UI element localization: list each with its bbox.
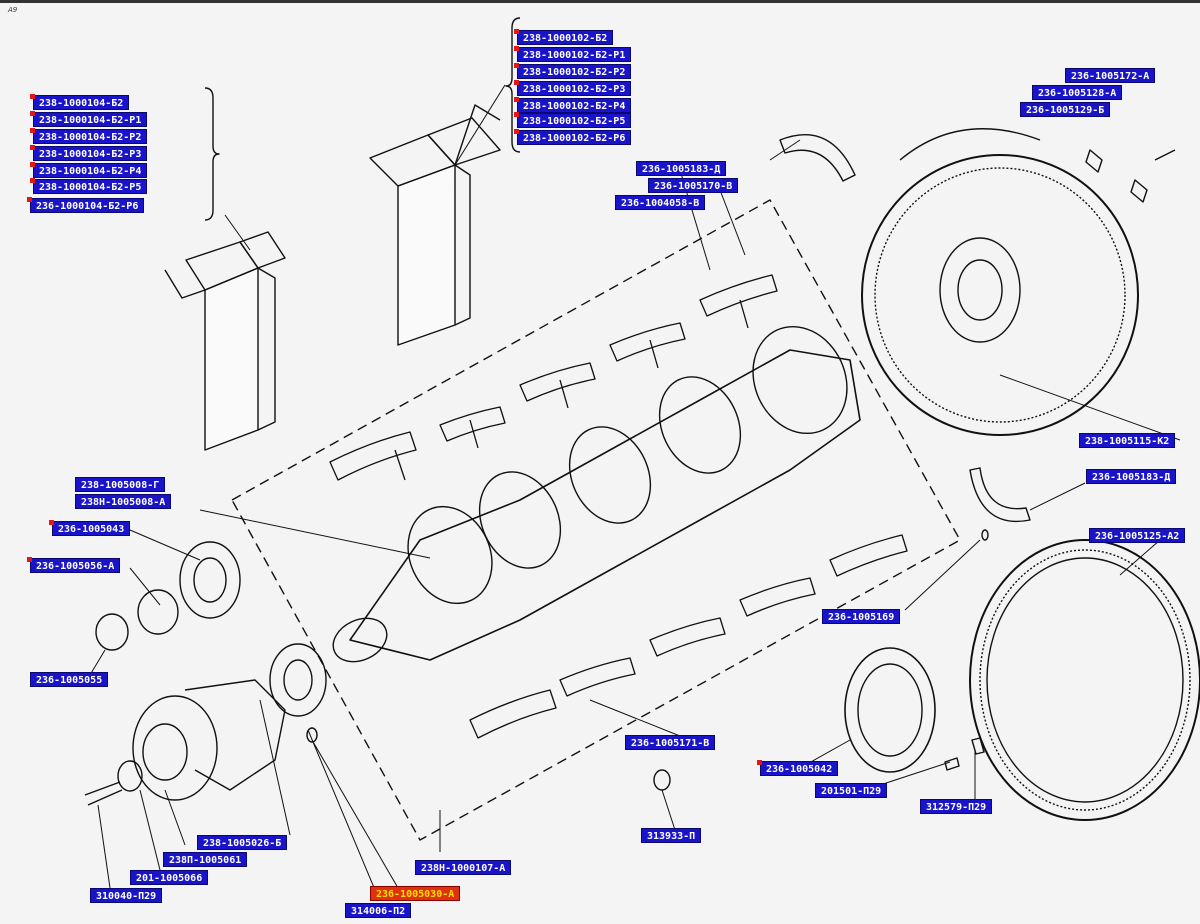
part-label-201-1005066[interactable]: 201-1005066 [130, 870, 209, 885]
part-label-238-1005115-k2[interactable]: 238-1005115-К2 [1079, 433, 1176, 448]
red-marker-icon [27, 197, 32, 202]
part-label-238-1000102-b2-r4[interactable]: 238-1000102-Б2-Р4 [517, 98, 632, 113]
red-marker-icon [514, 129, 519, 134]
red-marker-icon [514, 112, 519, 117]
red-marker-icon [30, 111, 35, 116]
part-label-236-1005128-a[interactable]: 236-1005128-А [1032, 85, 1123, 100]
red-marker-icon [30, 178, 35, 183]
part-label-238-1000102-b2-r5[interactable]: 238-1000102-Б2-Р5 [517, 113, 632, 128]
part-label-238-1000102-b2-r3[interactable]: 238-1000102-Б2-Р3 [517, 81, 632, 96]
part-label-310040-p29[interactable]: 310040-П29 [90, 888, 163, 903]
part-label-238-1000104-b2-r1[interactable]: 238-1000104-Б2-Р1 [33, 112, 148, 127]
part-label-236-1005030-a-selected[interactable]: 236-1005030-А [370, 886, 461, 901]
part-label-312579-p29[interactable]: 312579-П29 [920, 799, 993, 814]
red-marker-icon [514, 63, 519, 68]
part-label-236-1005129-b[interactable]: 236-1005129-Б [1020, 102, 1111, 117]
part-label-236-1005183-d-bottom[interactable]: 236-1005183-Д [1086, 469, 1177, 484]
part-label-238-1000104-b2-r4[interactable]: 238-1000104-Б2-Р4 [33, 163, 148, 178]
red-marker-icon [27, 557, 32, 562]
top-border [0, 0, 1200, 3]
part-label-236-1005170-v[interactable]: 236-1005170-В [648, 178, 739, 193]
red-marker-icon [30, 128, 35, 133]
part-label-238p-1005061[interactable]: 238П-1005061 [163, 852, 248, 867]
part-label-238n-1000107-a[interactable]: 238Н-1000107-А [415, 860, 512, 875]
corner-code: A9 [8, 6, 18, 14]
part-label-238n-1005008-a[interactable]: 238Н-1005008-А [75, 494, 172, 509]
red-marker-icon [30, 94, 35, 99]
part-label-236-1005042[interactable]: 236-1005042 [760, 761, 839, 776]
part-label-236-1005125-a2[interactable]: 236-1005125-А2 [1089, 528, 1186, 543]
part-label-238-1005008-g[interactable]: 238-1005008-Г [75, 477, 166, 492]
part-label-238-1000102-b2-r6[interactable]: 238-1000102-Б2-Р6 [517, 130, 632, 145]
part-label-238-1000102-b2-r2[interactable]: 238-1000102-Б2-Р2 [517, 64, 632, 79]
part-label-201501-p29[interactable]: 201501-П29 [815, 783, 888, 798]
red-marker-icon [514, 46, 519, 51]
part-label-238-1000104-b2[interactable]: 238-1000104-Б2 [33, 95, 130, 110]
red-marker-icon [514, 97, 519, 102]
red-marker-icon [30, 162, 35, 167]
part-label-313933-p[interactable]: 313933-П [641, 828, 702, 843]
part-label-236-1005171-v[interactable]: 236-1005171-В [625, 735, 716, 750]
red-marker-icon [30, 145, 35, 150]
part-label-236-1000104-b2-r6[interactable]: 236-1000104-Б2-Р6 [30, 198, 145, 213]
part-label-238-1000104-b2-r2[interactable]: 238-1000104-Б2-Р2 [33, 129, 148, 144]
red-marker-icon [757, 760, 762, 765]
part-label-238-1000104-b2-r5[interactable]: 238-1000104-Б2-Р5 [33, 179, 148, 194]
part-label-236-1005172-a[interactable]: 236-1005172-А [1065, 68, 1156, 83]
part-label-236-1005183-d-top[interactable]: 236-1005183-Д [636, 161, 727, 176]
red-marker-icon [49, 520, 54, 525]
red-marker-icon [514, 29, 519, 34]
red-marker-icon [514, 80, 519, 85]
part-label-236-1005169[interactable]: 236-1005169 [822, 609, 901, 624]
part-label-236-1005056-a[interactable]: 236-1005056-А [30, 558, 121, 573]
part-label-238-1005026-b[interactable]: 238-1005026-Б [197, 835, 288, 850]
part-label-238-1000102-b2[interactable]: 238-1000102-Б2 [517, 30, 614, 45]
part-label-238-1000104-b2-r3[interactable]: 238-1000104-Б2-Р3 [33, 146, 148, 161]
part-label-236-1005055[interactable]: 236-1005055 [30, 672, 109, 687]
part-label-314006-p2[interactable]: 314006-П2 [345, 903, 412, 918]
part-label-236-1005043[interactable]: 236-1005043 [52, 521, 131, 536]
part-label-238-1000102-b2-r1[interactable]: 238-1000102-Б2-Р1 [517, 47, 632, 62]
part-label-236-1004058-v[interactable]: 236-1004058-В [615, 195, 706, 210]
